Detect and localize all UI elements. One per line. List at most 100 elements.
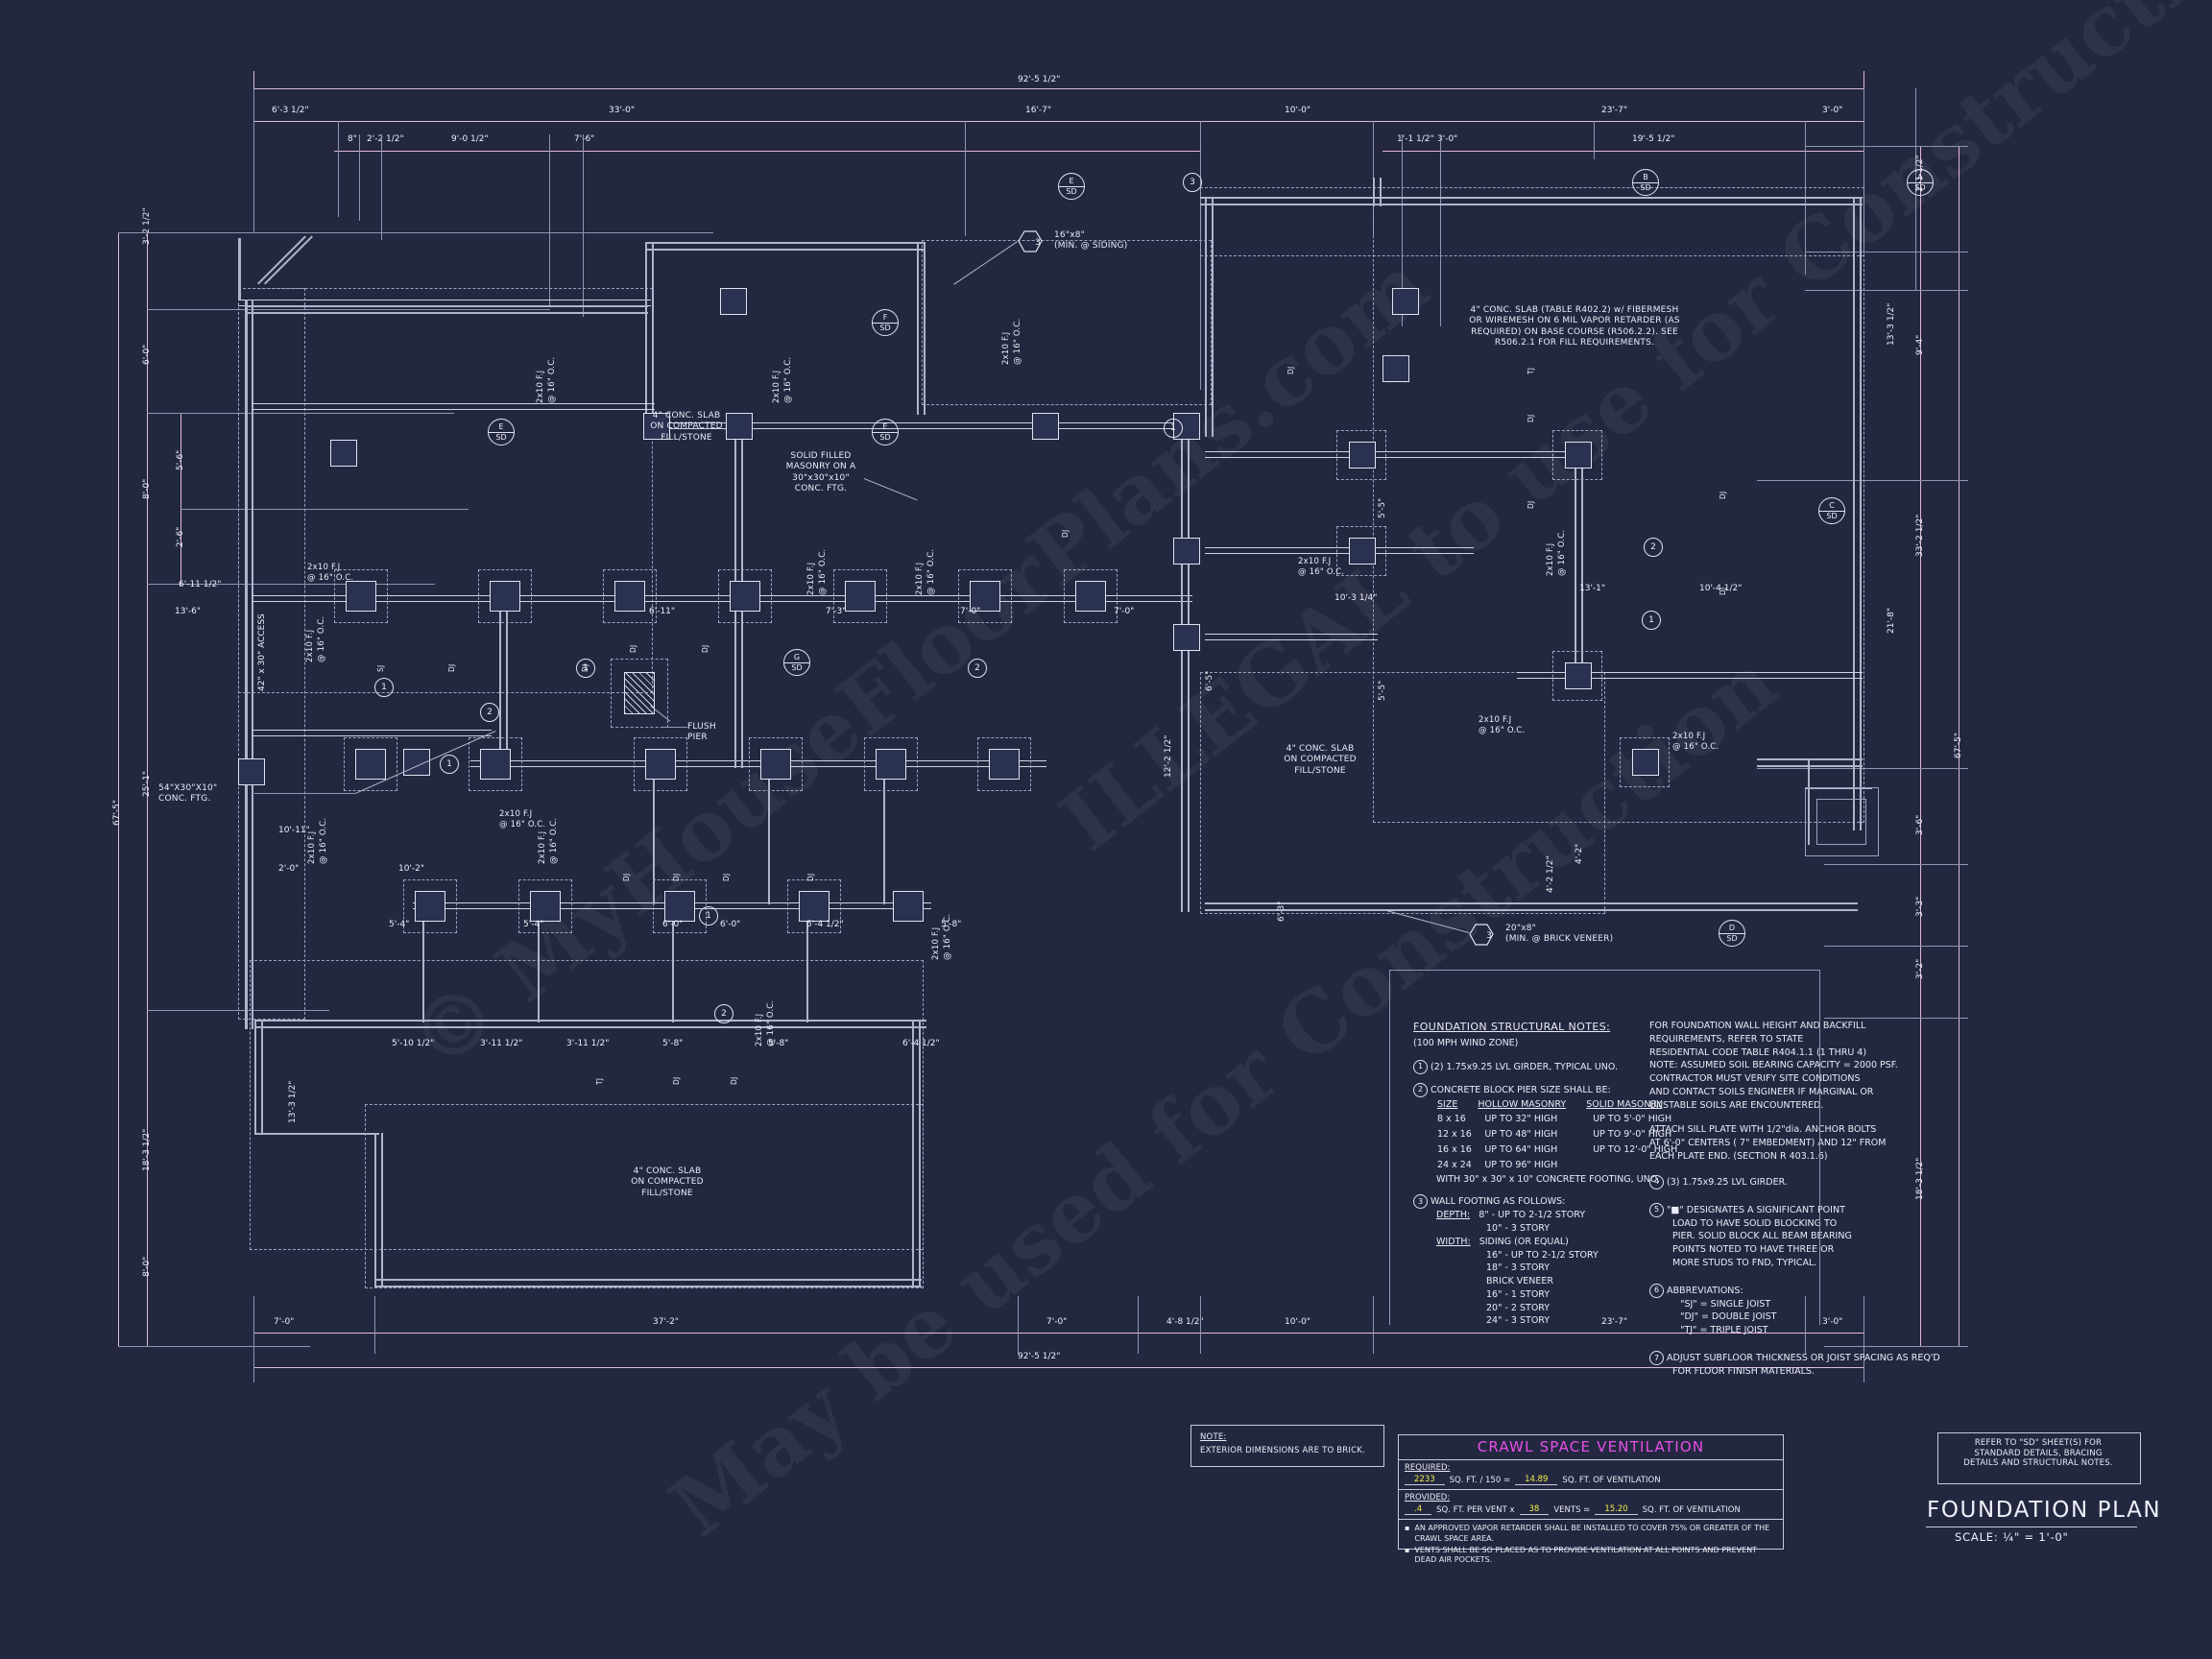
joist-label-r11: 2x10 F.J bbox=[1546, 542, 1555, 576]
bullet-dot: ▪ bbox=[1405, 1524, 1410, 1532]
int-dim-17: 6'-4 1/2" bbox=[902, 1039, 940, 1048]
joist-label-4: 2x10 F.J@ 16" O.C. bbox=[1672, 732, 1719, 752]
cell: UP TO 32" HIGH bbox=[1484, 1114, 1558, 1125]
brick-note-label: NOTE: bbox=[1200, 1432, 1227, 1442]
callout-1b[interactable]: 1 bbox=[440, 755, 459, 774]
bullet-dot: ▪ bbox=[1405, 1545, 1410, 1554]
bubble-C[interactable]: C SD bbox=[1818, 497, 1845, 524]
callout-1e[interactable]: 1 bbox=[1164, 419, 1183, 438]
bubble-E-top[interactable]: E SD bbox=[1058, 173, 1085, 200]
vent-provided-vents[interactable]: 38 bbox=[1519, 1504, 1550, 1515]
crawl-space-ventilation-table: CRAWL SPACE VENTILATION REQUIRED: 2233 S… bbox=[1398, 1434, 1784, 1564]
label-slab-mid: 4" CONC. SLAB ON COMPACTED FILL/STONE bbox=[1284, 744, 1357, 776]
int-dim-31: 4'-2 1/2" bbox=[1546, 855, 1555, 893]
joist-label-r7: 2x10 F.J bbox=[931, 926, 941, 960]
marker-dj12: DJ bbox=[672, 873, 681, 881]
bubble-A[interactable]: A SD bbox=[1907, 169, 1934, 196]
joist-label-3: 2x10 F.J@ 16" O.C. bbox=[1479, 715, 1526, 735]
marker-dj11: DJ bbox=[622, 873, 631, 881]
vent-provided-row: PROVIDED: .4 SQ. FT. PER VENT x 38 VENTS… bbox=[1399, 1490, 1783, 1520]
dim-bot-4: 10'-0" bbox=[1285, 1317, 1311, 1327]
pier-th-2: SOLID MASONRY bbox=[1586, 1098, 1663, 1110]
pier-size-table: SIZE HOLLOW MASONRY SOLID MASONRY 8 x 16… bbox=[1436, 1097, 1678, 1173]
bubble-A-sd: SD bbox=[1914, 182, 1926, 192]
note-text-6a: ABBREVIATIONS: bbox=[1667, 1285, 1743, 1296]
dim-bot-1: 37'-2" bbox=[653, 1317, 680, 1327]
marker-dj4: DJ bbox=[701, 644, 709, 653]
label-flush-pier: FLUSH PIER bbox=[687, 722, 716, 743]
int-dim-14: 3'-11 1/2" bbox=[566, 1039, 610, 1048]
callout-2d[interactable]: 2 bbox=[1644, 538, 1663, 557]
depth-1: 10" - 3 STORY bbox=[1486, 1223, 1551, 1235]
int-dim-4: 7'-0" bbox=[960, 607, 981, 616]
int-dim-23: 10'-11" bbox=[278, 826, 310, 835]
note-num-4: 4 bbox=[1649, 1174, 1664, 1190]
callout-2b[interactable]: 2 bbox=[968, 659, 987, 678]
callout-1d[interactable]: 1 bbox=[699, 906, 718, 926]
vent-required-result[interactable]: 14.89 bbox=[1515, 1475, 1558, 1485]
dim-line-top-row2a bbox=[583, 151, 1200, 152]
bubble-G[interactable]: G SD bbox=[783, 649, 810, 676]
dim-top-r1-3: 10'-0" bbox=[1285, 106, 1311, 115]
bubble-B[interactable]: B SD bbox=[1632, 169, 1659, 196]
dim-right-6: 3'-6" bbox=[1915, 814, 1925, 835]
marker-dj15: DJ bbox=[672, 1076, 681, 1085]
vent-required-tail: SQ. FT. OF VENTILATION bbox=[1562, 1476, 1661, 1485]
int-dim-18: 13'-1" bbox=[1579, 584, 1606, 593]
callout-1f[interactable]: 1 bbox=[1642, 611, 1661, 630]
joist-label-r13: 2x10 F.J bbox=[538, 830, 547, 864]
callout-3c[interactable]: 3 bbox=[1183, 173, 1202, 192]
note-text-3: WALL FOOTING AS FOLLOWS: bbox=[1431, 1196, 1566, 1208]
joist-label-r3: 2x10 F.J bbox=[915, 562, 925, 595]
bubble-D[interactable]: D SD bbox=[1719, 920, 1745, 947]
dim-top-r2-0: 8" bbox=[348, 134, 357, 144]
dim-left-r1-0: 3'-2 1/2" bbox=[142, 207, 152, 245]
vent-provided-label: PROVIDED: bbox=[1405, 1493, 1451, 1503]
joist-label-1: 2x10 F.J@ 16" O.C. bbox=[307, 563, 354, 583]
vent-required-area[interactable]: 2233 bbox=[1405, 1475, 1445, 1485]
dim-top-r2-2: 9'-0 1/2" bbox=[451, 134, 489, 144]
vent-required-row: REQUIRED: 2233 SQ. FT. / 150 = 14.89 SQ.… bbox=[1399, 1460, 1783, 1490]
label-footing-54: 54"X30"X10" CONC. FTG. bbox=[158, 783, 218, 805]
int-dim-2: 6'-11" bbox=[649, 607, 676, 616]
callout-2a[interactable]: 2 bbox=[480, 703, 499, 722]
bubble-F[interactable]: F SD bbox=[872, 309, 899, 336]
joist-label-r2: 2x10 F.J bbox=[1001, 331, 1011, 365]
dim-line-left-overall bbox=[118, 232, 119, 1346]
vent-provided-tail: SQ. FT. OF VENTILATION bbox=[1642, 1505, 1741, 1515]
int-dim-19: 10'-3 1/4" bbox=[1334, 593, 1378, 603]
drawing-scale: SCALE: ¼" = 1'-0" bbox=[1955, 1530, 2069, 1544]
note-item-7: 7 ADJUST SUBFLOOR THICKNESS OR JOIST SPA… bbox=[1649, 1351, 2062, 1379]
bubble-E-mid[interactable]: E SD bbox=[872, 419, 899, 445]
cell: 8 x 16 bbox=[1437, 1114, 1466, 1125]
marker-dj8: DJ bbox=[1527, 500, 1535, 509]
marker-dj14: DJ bbox=[806, 873, 815, 881]
bubble-E-left[interactable]: E SD bbox=[488, 419, 515, 445]
joist-label-r12b: @ 16" O.C. bbox=[319, 817, 328, 864]
label-brick-veneer-min: 20"x8" (MIN. @ BRICK VENEER) bbox=[1505, 924, 1614, 945]
callout-1a[interactable]: 1 bbox=[374, 678, 394, 697]
tick bbox=[253, 71, 254, 88]
vent-provided-result[interactable]: 15.20 bbox=[1595, 1504, 1638, 1515]
bubble-E-sd: SD bbox=[1066, 186, 1077, 196]
int-dim-11: 5'-8" bbox=[941, 920, 962, 929]
note-num-1: 1 bbox=[1413, 1059, 1428, 1074]
note-text-7b: FOR FLOOR FINISH MATERIALS. bbox=[1672, 1366, 1815, 1378]
callout-2c[interactable]: 2 bbox=[714, 1004, 733, 1023]
hex-outline-icon bbox=[1469, 924, 1494, 946]
tick bbox=[1863, 71, 1864, 88]
width-6: 24" - 3 STORY bbox=[1486, 1315, 1551, 1327]
note-text-5e: MORE STUDS TO FND, TYPICAL. bbox=[1672, 1257, 1817, 1268]
joist-label-r4b: @ 16" O.C. bbox=[818, 548, 828, 595]
joist-label-r1: 2x10 F.J bbox=[305, 629, 315, 662]
dim-line-bottom-overall bbox=[253, 1367, 1863, 1368]
dim-bot-6: 3'-0" bbox=[1822, 1317, 1843, 1327]
callout-1c[interactable]: 1 bbox=[576, 659, 595, 678]
label-solid-filled-masonry: SOLID FILLED MASONRY ON A 30"x30"x10" CO… bbox=[785, 451, 856, 493]
bubble-E2-sd: SD bbox=[879, 432, 891, 442]
vent-provided-per-vent[interactable]: .4 bbox=[1405, 1504, 1432, 1515]
int-dim-7: 5'-4" bbox=[523, 920, 544, 929]
wall-footing-depth: DEPTH: 8" - UP TO 2-1/2 STORY 10" - 3 ST… bbox=[1436, 1209, 1893, 1236]
joist-label-r12: 2x10 F.J bbox=[307, 830, 317, 864]
int-dim-22: 10'-2" bbox=[398, 864, 425, 874]
